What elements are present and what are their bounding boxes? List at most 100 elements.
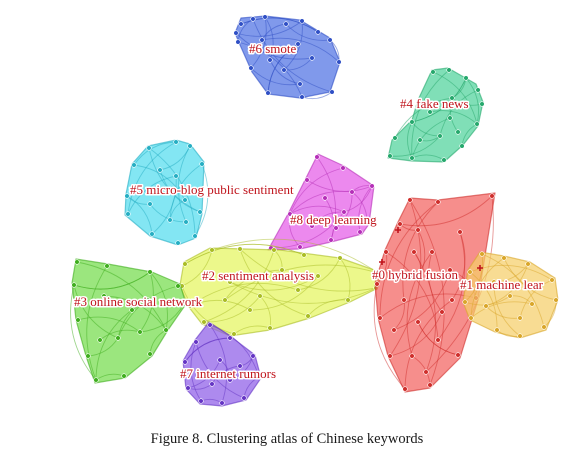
cluster-link (464, 295, 511, 306)
keyword-node (449, 297, 455, 303)
cluster-link (376, 251, 388, 285)
cluster-link (301, 91, 333, 100)
cluster-link (339, 257, 351, 301)
keyword-node (435, 337, 441, 343)
keyword-node (517, 315, 523, 321)
keyword-node (187, 143, 193, 149)
keyword-node (124, 193, 130, 199)
cluster-link (250, 67, 301, 86)
cluster-link (451, 231, 466, 301)
cluster-link (411, 355, 431, 386)
keyword-node (233, 30, 239, 36)
keyword-node (295, 287, 301, 293)
keyword-node (227, 335, 233, 341)
keyword-node (369, 183, 375, 189)
keyword-node (415, 319, 421, 325)
cluster-link (379, 201, 439, 319)
cluster-link (178, 145, 191, 223)
keyword-node (447, 115, 453, 121)
keyword-node (333, 225, 339, 231)
keyword-node (271, 247, 277, 253)
keyword-node (315, 273, 321, 279)
cluster-link (149, 203, 187, 223)
cluster-link (289, 205, 345, 215)
cluster-link (99, 329, 141, 341)
cluster-link (485, 263, 529, 307)
keyword-node (517, 333, 523, 339)
keyword-node (301, 252, 307, 258)
keyword-node (241, 395, 247, 401)
keyword-node (131, 162, 137, 168)
keyword-node (387, 353, 393, 359)
keyword-node (267, 57, 273, 63)
keyword-node (449, 95, 455, 101)
cluster-link (324, 197, 335, 241)
cluster-link (149, 271, 168, 331)
keyword-node (489, 193, 495, 199)
cluster-link (139, 271, 154, 333)
keyword-node (327, 37, 333, 43)
cluster-link (269, 59, 301, 85)
cluster-link (250, 16, 267, 69)
keyword-node (231, 331, 237, 337)
cluster-link (211, 238, 379, 274)
cluster-link (411, 154, 445, 161)
keyword-node (97, 337, 103, 343)
cluster-c5 (124, 139, 209, 246)
keyword-node (305, 313, 311, 319)
keyword-node (507, 293, 513, 299)
keyword-node (217, 357, 223, 363)
keyword-node (315, 29, 321, 35)
keyword-node (262, 14, 268, 20)
cluster-link (133, 141, 177, 166)
cluster-link (235, 32, 313, 60)
keyword-node (457, 229, 463, 235)
keyword-node (377, 315, 383, 321)
keyword-node (337, 255, 343, 261)
keyword-node (181, 301, 187, 307)
keyword-node (402, 386, 408, 392)
cluster-link (393, 269, 451, 331)
cluster-c4 (387, 67, 485, 163)
keyword-node (85, 353, 91, 359)
cluster-link (224, 269, 283, 301)
keyword-node (235, 39, 241, 45)
keyword-node (185, 385, 191, 391)
cluster-link (209, 324, 260, 378)
cluster-label-c3: #3 online social network (74, 294, 203, 309)
cluster-link (343, 185, 373, 213)
keyword-node (247, 307, 253, 313)
cluster-link (86, 265, 108, 381)
figure-caption: Figure 8. Clustering atlas of Chinese ke… (151, 431, 424, 447)
keyword-node (248, 65, 254, 71)
keyword-node (441, 157, 447, 163)
cluster-link (139, 303, 185, 333)
keyword-node (462, 299, 468, 305)
cluster-label-c5: #5 micro-blog public sentiment (130, 182, 294, 197)
cluster-link (411, 69, 450, 159)
keyword-node (146, 145, 152, 151)
keyword-node (147, 351, 153, 357)
keyword-node (383, 249, 389, 255)
cluster-link (470, 301, 533, 319)
keyword-node (193, 339, 199, 345)
cluster-label-c0: #0 hybrid fusion (372, 267, 458, 282)
cluster-link (237, 41, 303, 98)
keyword-node (157, 167, 163, 173)
cluster-link (493, 263, 529, 283)
cluster-hull-c7 (182, 321, 262, 407)
keyword-node (163, 327, 169, 333)
keyword-node (219, 400, 225, 406)
cluster-link (385, 251, 439, 341)
cluster-link (543, 299, 557, 328)
cluster-link (148, 147, 201, 213)
keyword-node (529, 301, 535, 307)
cluster-c6 (233, 14, 342, 100)
keyword-node (101, 293, 107, 299)
keyword-node (455, 352, 461, 358)
cluster-link (469, 271, 498, 331)
cluster-link (267, 43, 299, 94)
keyword-node (474, 121, 480, 127)
keyword-node (182, 359, 188, 365)
keyword-node (201, 319, 207, 325)
